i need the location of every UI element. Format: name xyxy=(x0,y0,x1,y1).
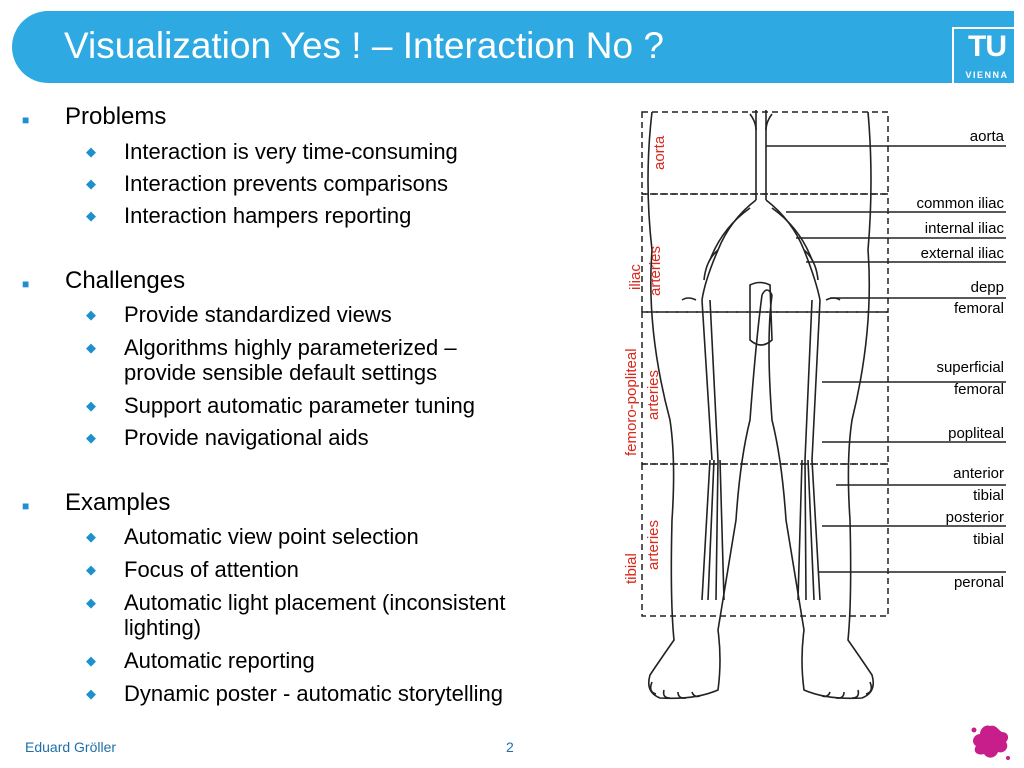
diamond-bullet-icon: ◆ xyxy=(86,529,96,544)
region-label: femoro-popliteal xyxy=(623,348,640,456)
region-label: iliac xyxy=(627,264,644,290)
artery-label: internal iliac xyxy=(925,220,1005,237)
left-tibial-vessels xyxy=(701,459,725,601)
region-boxes xyxy=(641,111,889,617)
list-item: Automatic reporting xyxy=(124,648,315,673)
region-label: tibial xyxy=(623,553,640,584)
right-tibial-vessels xyxy=(797,459,821,601)
aorta-region xyxy=(641,111,889,195)
list-item: Interaction hampers reporting xyxy=(124,203,412,228)
section-heading: Challenges xyxy=(65,267,186,294)
artery-label: femoral xyxy=(954,381,1004,398)
diamond-bullet-icon: ◆ xyxy=(86,307,96,322)
artery-label: femoral xyxy=(954,300,1004,317)
diamond-bullet-icon: ◆ xyxy=(86,340,96,355)
iliac-vessels xyxy=(701,199,821,301)
slide-title: Visualization Yes ! – Interaction No ? xyxy=(64,25,664,66)
artery-label: tibial xyxy=(973,531,1004,548)
region-label: arteries xyxy=(645,370,662,420)
diamond-bullet-icon: ◆ xyxy=(86,653,96,668)
diamond-bullet-icon: ◆ xyxy=(86,176,96,191)
tibial-region xyxy=(641,463,889,617)
artery-label: tibial xyxy=(973,487,1004,504)
crotch-outline xyxy=(761,289,773,296)
list-item: Interaction is very time-consuming xyxy=(124,139,458,164)
femoro-popliteal-region xyxy=(641,311,889,465)
artery-label: popliteal xyxy=(948,425,1004,442)
section-heading: Examples xyxy=(65,489,171,516)
diamond-bullet-icon: ◆ xyxy=(86,398,96,413)
list-item: Support automatic parameter tuning xyxy=(124,393,475,418)
section-heading: Problems xyxy=(65,103,167,130)
logo-sub: VIENNA xyxy=(965,70,1009,80)
artery-label: common iliac xyxy=(916,195,1004,212)
diamond-bullet-icon: ◆ xyxy=(86,562,96,577)
region-label: arteries xyxy=(647,246,664,296)
right-leg-outline xyxy=(768,111,875,700)
artery-label: depp xyxy=(971,279,1004,296)
right-toes xyxy=(821,681,873,699)
title-bar: Visualization Yes ! – Interaction No ? T… xyxy=(12,11,1022,87)
list-item-continuation: lighting) xyxy=(124,615,202,640)
artery-label: aorta xyxy=(970,128,1005,145)
list-item: Provide navigational aids xyxy=(124,425,369,450)
paint-splat-icon xyxy=(971,725,1010,760)
list-item: Algorithms highly parameterized – xyxy=(124,335,457,360)
left-leg-outline xyxy=(647,111,763,700)
iliac-region xyxy=(641,193,889,313)
list-item: Focus of attention xyxy=(124,557,299,582)
footer-author: Eduard Gröller xyxy=(25,739,117,755)
artery-label: posterior xyxy=(946,509,1004,526)
page-number: 2 xyxy=(506,739,514,755)
list-item: Provide standardized views xyxy=(124,302,392,327)
left-toes xyxy=(649,681,701,699)
list-item: Automatic view point selection xyxy=(124,524,419,549)
region-label: arteries xyxy=(645,520,662,570)
artery-label: peronal xyxy=(954,574,1004,591)
leg-arteries-diagram: aorta iliac arteries femoro-popliteal ar… xyxy=(623,110,1006,700)
list-item: Interaction prevents comparisons xyxy=(124,171,449,196)
diamond-bullet-icon: ◆ xyxy=(86,686,96,701)
diamond-bullet-icon: ◆ xyxy=(86,430,96,445)
list-item-continuation: provide sensible default settings xyxy=(124,360,438,385)
list-item: Dynamic poster - automatic storytelling xyxy=(124,681,504,706)
femoral-vessels xyxy=(701,299,821,461)
diamond-bullet-icon: ◆ xyxy=(86,208,96,223)
region-label: aorta xyxy=(651,135,668,170)
list-item: Automatic light placement (inconsistent xyxy=(124,590,506,615)
square-bullet-icon: ■ xyxy=(22,113,30,127)
square-bullet-icon: ■ xyxy=(22,277,30,291)
leader-lines xyxy=(766,145,1006,573)
diamond-bullet-icon: ◆ xyxy=(86,595,96,610)
logo-main: TU xyxy=(968,30,1007,63)
artery-label: superficial xyxy=(936,359,1004,376)
artery-label: anterior xyxy=(953,465,1004,482)
square-bullet-icon: ■ xyxy=(22,499,30,513)
aorta-vessel xyxy=(755,110,767,200)
diamond-bullet-icon: ◆ xyxy=(86,144,96,159)
artery-label: external iliac xyxy=(921,245,1005,262)
tu-vienna-logo: TU VIENNA xyxy=(952,27,1022,87)
